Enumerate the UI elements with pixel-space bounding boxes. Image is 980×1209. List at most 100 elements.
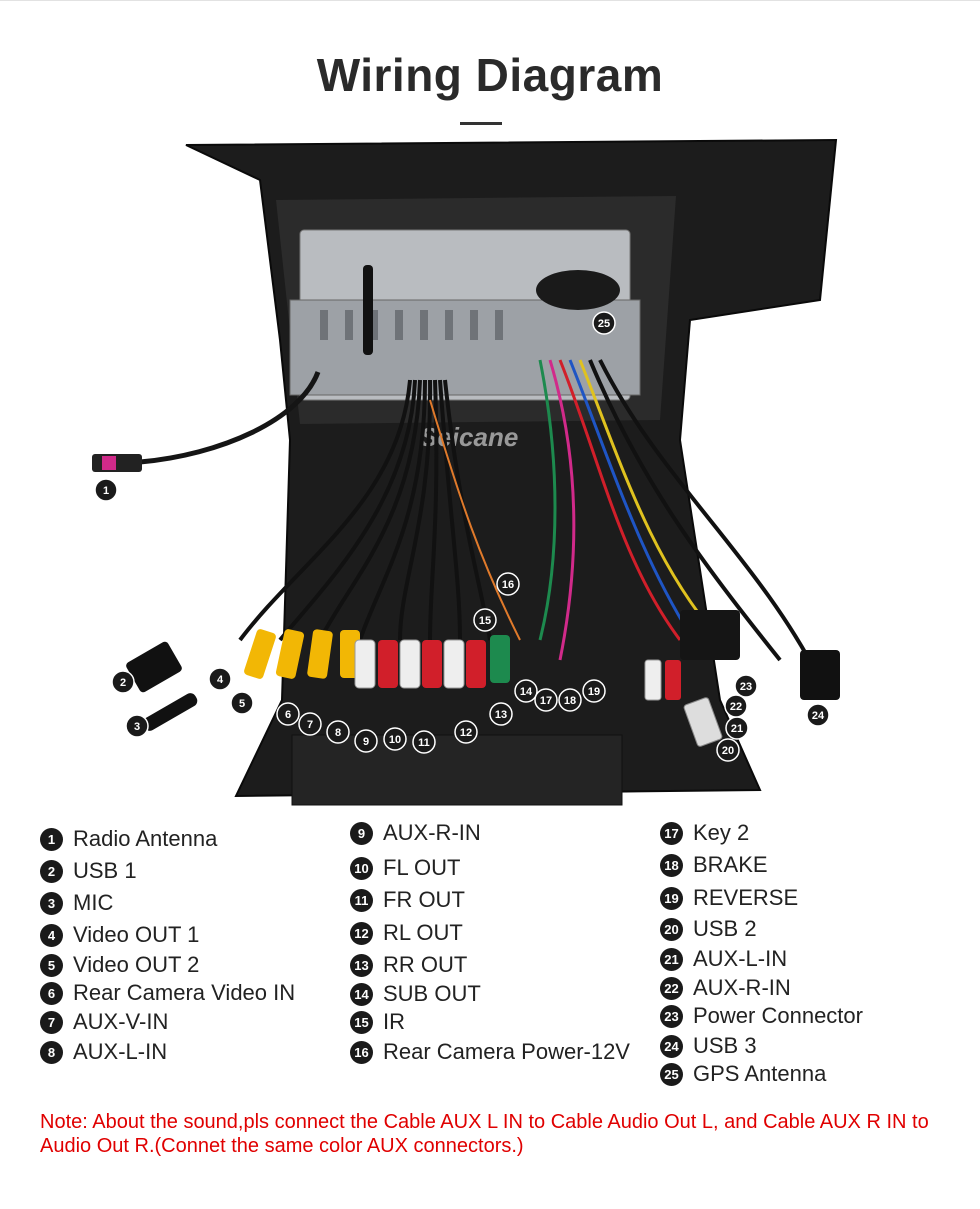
legend-number-badge: 21: [660, 947, 683, 971]
legend-number-badge: 5: [40, 953, 63, 977]
svg-text:16: 16: [502, 579, 514, 591]
top-divider: [0, 0, 980, 1]
legend-number-badge: 3: [40, 891, 63, 915]
callout-24: 24: [806, 703, 830, 727]
legend-label: FL OUT: [383, 855, 461, 880]
callout-12: 12: [454, 720, 478, 744]
callout-17: 17: [534, 688, 558, 712]
legend-number-badge: 12: [350, 921, 373, 945]
legend-item: 21 AUX-L-IN: [660, 946, 787, 972]
legend-number-badge: 8: [40, 1040, 63, 1064]
callout-20: 20: [716, 738, 740, 762]
legend-number-badge: 17: [660, 821, 683, 845]
usb-2-connector: [683, 697, 723, 747]
callout-14: 14: [514, 679, 538, 703]
svg-text:9: 9: [363, 736, 369, 748]
svg-text:25: 25: [598, 318, 610, 330]
gps-antenna-puck: [536, 270, 620, 310]
callout-13: 13: [489, 702, 513, 726]
bezel-lower-bracket: [291, 734, 623, 806]
svg-text:15: 15: [479, 615, 491, 627]
legend-item: 24 USB 3: [660, 1033, 757, 1059]
legend-label: Radio Antenna: [73, 826, 218, 851]
callout-15: 15: [473, 608, 497, 632]
svg-text:1: 1: [103, 485, 109, 497]
legend-label: AUX-R-IN: [693, 975, 791, 1000]
callout-16: 16: [496, 572, 520, 596]
legend-item: 14 SUB OUT: [350, 981, 481, 1007]
legend-number-badge: 1: [40, 827, 63, 851]
callout-1: 1: [94, 478, 118, 502]
legend-label: USB 3: [693, 1033, 757, 1058]
legend-number-badge: 20: [660, 917, 683, 941]
legend-number-badge: 14: [350, 982, 373, 1006]
aux-r-in-plug: [665, 660, 681, 700]
legend-label: AUX-L-IN: [73, 1039, 168, 1064]
legend-label: Key 2: [693, 820, 750, 845]
legend-number-badge: 11: [350, 888, 373, 912]
legend-item: 11 FR OUT: [350, 887, 465, 913]
svg-text:11: 11: [418, 737, 430, 749]
legend-label: Rear Camera Power-12V: [383, 1039, 630, 1064]
usb-3-connector: [800, 650, 840, 700]
svg-text:24: 24: [812, 710, 825, 722]
svg-text:10: 10: [389, 734, 401, 746]
legend-number-badge: 24: [660, 1034, 683, 1058]
callout-22: 22: [724, 694, 748, 718]
svg-text:20: 20: [722, 745, 734, 757]
mic-jack: [142, 693, 198, 731]
svg-text:2: 2: [120, 677, 126, 689]
callout-18: 18: [558, 688, 582, 712]
callout-19: 19: [582, 679, 606, 703]
legend-number-badge: 19: [660, 886, 683, 910]
legend-label: USB 2: [693, 916, 757, 941]
usb-1-connector: [126, 641, 182, 693]
title-underline: [460, 122, 502, 125]
svg-text:12: 12: [460, 727, 472, 739]
radio-antenna-connector: [92, 454, 142, 472]
legend-item: 8 AUX-L-IN: [40, 1039, 167, 1065]
legend-number-badge: 6: [40, 981, 63, 1005]
callout-23: 23: [734, 674, 758, 698]
legend-label: AUX-L-IN: [693, 946, 788, 971]
legend-label: SUB OUT: [383, 981, 481, 1006]
callout-3: 3: [125, 714, 149, 738]
legend-label: REVERSE: [693, 885, 799, 910]
svg-text:17: 17: [540, 695, 552, 707]
legend-number-badge: 25: [660, 1062, 683, 1086]
wire-bundle: [238, 359, 822, 681]
legend-label: IR: [383, 1009, 405, 1034]
callout-9: 9: [354, 729, 378, 753]
svg-text:22: 22: [730, 701, 742, 713]
svg-text:21: 21: [731, 723, 743, 735]
svg-text:19: 19: [588, 686, 600, 698]
legend-number-badge: 13: [350, 953, 373, 977]
callout-4: 4: [208, 667, 232, 691]
callout-21: 21: [725, 716, 749, 740]
callout-5: 5: [230, 691, 254, 715]
aux-l-in-plug: [644, 659, 662, 701]
legend-number-badge: 15: [350, 1010, 373, 1034]
legend-number-badge: 9: [350, 821, 373, 845]
legend-label: AUX-V-IN: [73, 1009, 169, 1034]
legend-label: FR OUT: [383, 887, 465, 912]
callout-7: 7: [298, 712, 322, 736]
page-title: Wiring Diagram: [316, 49, 664, 101]
legend-label: BRAKE: [693, 852, 768, 877]
callout-2: 2: [111, 670, 135, 694]
power-connector: [680, 610, 740, 660]
legend-number-badge: 2: [40, 859, 63, 883]
legend-number-badge: 7: [40, 1010, 63, 1034]
chassis-vents: [320, 310, 503, 340]
